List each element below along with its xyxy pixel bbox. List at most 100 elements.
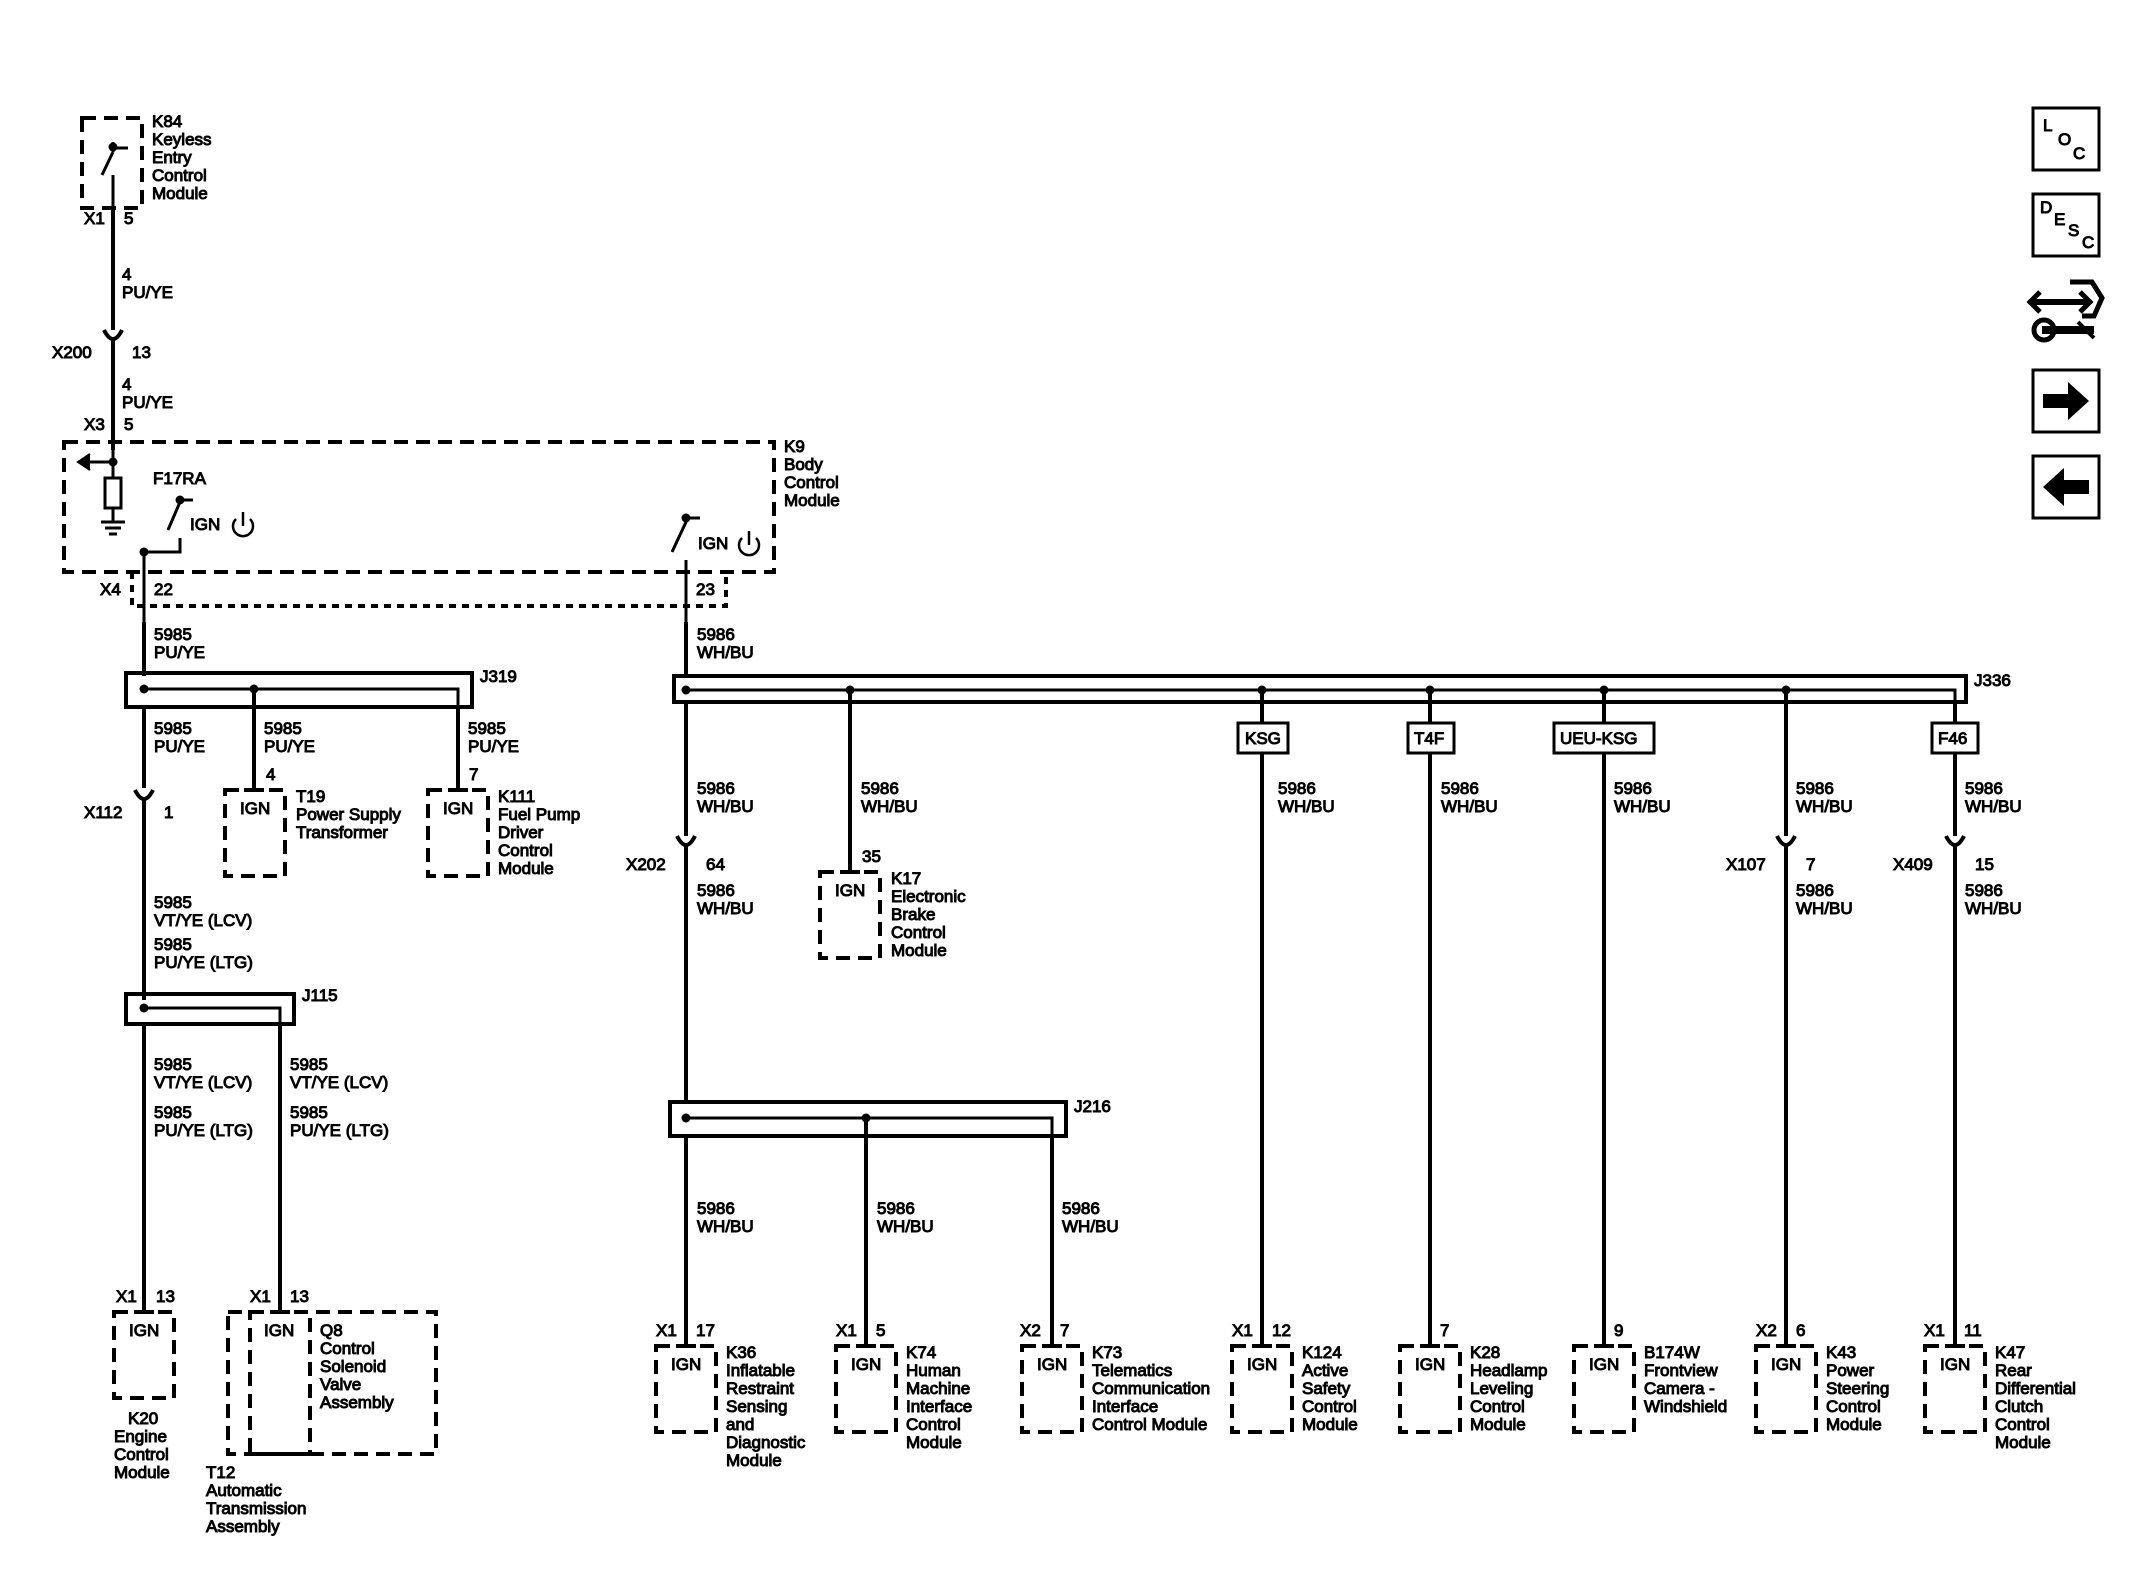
j319-label: J319 <box>480 667 517 686</box>
k17-desc: Brake <box>891 905 935 924</box>
desc-button[interactable]: D E S C <box>2031 192 2101 258</box>
b174w-module <box>1572 1344 1636 1434</box>
ign-label: IGN <box>851 1355 881 1374</box>
wire-circuit: 5986 <box>1614 779 1652 798</box>
b174w-desc: Camera - <box>1644 1379 1715 1398</box>
k111-desc: Fuel Pump <box>498 805 580 824</box>
wire-color: WH/BU <box>1796 797 1853 816</box>
k43-desc: Steering <box>1826 1379 1889 1398</box>
k17-desc: Module <box>891 941 947 960</box>
k74-desc: Control <box>906 1415 961 1434</box>
k73-ref: K73 <box>1092 1343 1122 1362</box>
k111-desc: Control <box>498 841 553 860</box>
q8-desc: Assembly <box>320 1393 394 1412</box>
k43-ref: K43 <box>1826 1343 1856 1362</box>
ign-label: IGN <box>671 1355 701 1374</box>
k36-desc: Module <box>726 1451 782 1470</box>
wire-color: VT/YE (LCV) <box>154 1073 252 1092</box>
k84-pin: 5 <box>124 209 133 228</box>
wire-color: WH/BU <box>697 643 754 662</box>
k84-desc: Control <box>152 166 207 185</box>
x107-pin: 7 <box>1806 855 1815 874</box>
wire-circuit: 5985 <box>154 893 192 912</box>
k36-desc: Restraint <box>726 1379 794 1398</box>
wire-circuit: 5986 <box>697 1199 735 1218</box>
wire-color: WH/BU <box>1441 797 1498 816</box>
x107-label: X107 <box>1726 855 1766 874</box>
k47-connector: X1 <box>1924 1321 1945 1340</box>
k17-desc: Control <box>891 923 946 942</box>
k74-desc: Machine <box>906 1379 970 1398</box>
wire-circuit: 5986 <box>1062 1199 1100 1218</box>
wire-circuit: 5986 <box>861 779 899 798</box>
loc-letter: C <box>2073 144 2085 163</box>
k74-pin: 5 <box>876 1321 885 1340</box>
ign-label: IGN <box>835 881 865 900</box>
j336-label: J336 <box>1974 671 2011 690</box>
b174w-desc: Frontview <box>1644 1361 1718 1380</box>
wire-circuit: 4 <box>122 265 131 284</box>
desc-letter: S <box>2068 221 2079 240</box>
wire-color: WH/BU <box>861 797 918 816</box>
wire-color: WH/BU <box>1614 797 1671 816</box>
k36-ref: K36 <box>726 1343 756 1362</box>
k9-pin: 22 <box>154 580 173 599</box>
k73-desc: Telematics <box>1092 1361 1172 1380</box>
k73-pin: 7 <box>1060 1321 1069 1340</box>
k17-desc: Electronic <box>891 887 966 906</box>
k20-desc: Control <box>114 1445 169 1464</box>
k9-x3-pin: 5 <box>124 415 133 434</box>
k28-desc: Module <box>1470 1415 1526 1434</box>
option-label: KSG <box>1245 729 1281 748</box>
k47-desc: Module <box>1995 1433 2051 1452</box>
ign-label: IGN <box>698 534 728 553</box>
k124-desc: Control <box>1302 1397 1357 1416</box>
t19-desc: Transformer <box>296 823 388 842</box>
k84-connector: X1 <box>84 209 105 228</box>
k36-pin: 17 <box>696 1321 715 1340</box>
q8-desc: Valve <box>320 1375 361 1394</box>
k84-ref: K84 <box>152 112 182 131</box>
t19-pin: 4 <box>266 765 275 784</box>
wire-color: PU/YE <box>122 393 173 412</box>
loc-letter: O <box>2058 130 2071 149</box>
wire-color: VT/YE (LCV) <box>290 1073 388 1092</box>
wire-color: WH/BU <box>697 797 754 816</box>
k111-desc: Driver <box>498 823 544 842</box>
wire-circuit: 5985 <box>154 935 192 954</box>
k74-desc: Interface <box>906 1397 972 1416</box>
k9-desc: Body <box>784 455 823 474</box>
k124-ref: K124 <box>1302 1343 1342 1362</box>
k20-pin: 13 <box>156 1287 175 1306</box>
k9-desc: Module <box>784 491 840 510</box>
t19-desc: Power Supply <box>296 805 401 824</box>
wire-circuit: 5986 <box>1278 779 1316 798</box>
arrow-right-icon <box>2043 382 2089 420</box>
k20-desc: Engine <box>114 1427 167 1446</box>
loc-button[interactable]: L O C <box>2031 106 2101 172</box>
wire-color: WH/BU <box>1796 899 1853 918</box>
k28-desc: Headlamp <box>1470 1361 1548 1380</box>
t19-ref: T19 <box>296 787 325 806</box>
k111-ref: K111 <box>498 787 535 806</box>
fuse-label: F17RA <box>153 469 207 488</box>
k43-desc: Control <box>1826 1397 1881 1416</box>
k124-connector: X1 <box>1232 1321 1253 1340</box>
ign-label: IGN <box>190 515 220 534</box>
next-page-button[interactable] <box>2031 368 2101 434</box>
k74-desc: Module <box>906 1433 962 1452</box>
x202-connector <box>675 835 697 1104</box>
wire-circuit: 5985 <box>154 719 192 738</box>
k74-ref: K74 <box>906 1343 936 1362</box>
q8-ref: Q8 <box>320 1321 343 1340</box>
k84-desc: Keyless <box>152 130 212 149</box>
k47-desc: Differential <box>1995 1379 2076 1398</box>
prev-page-button[interactable] <box>2031 454 2101 520</box>
arrow-left-icon <box>2043 468 2089 506</box>
connector-tool-icon[interactable] <box>2026 279 2105 343</box>
desc-letter: D <box>2040 198 2052 217</box>
k73-connector: X2 <box>1020 1321 1041 1340</box>
wire-circuit: 5985 <box>154 625 192 644</box>
k124-pin: 12 <box>1272 1321 1291 1340</box>
